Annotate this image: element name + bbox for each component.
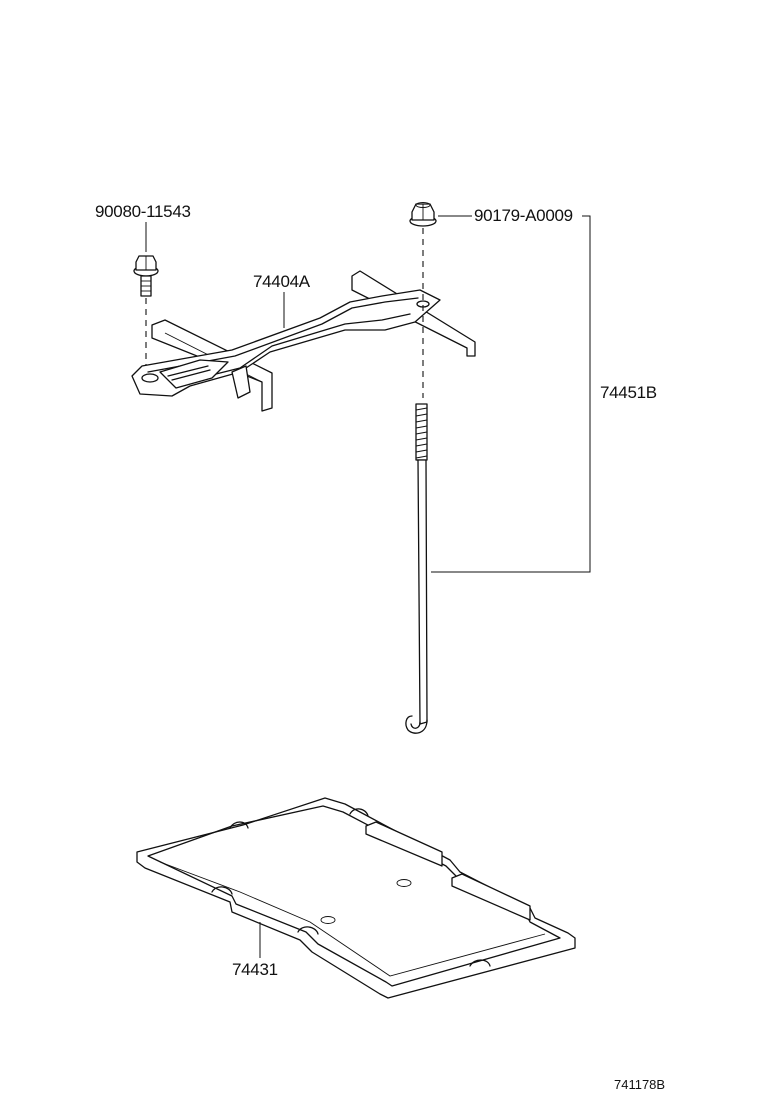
bolt-drawing [133,255,159,297]
part-number-bolt: 90080-11543 [95,202,191,221]
part-number-clamp: 74404A [253,272,310,291]
figure-id: 741178B [614,1077,666,1092]
clamp-drawing [131,270,476,399]
part-number-nut: 90179-A0009 [474,206,573,225]
tray-drawing [136,797,576,999]
nut-drawing [409,202,437,227]
rod-set-bracket [431,215,591,573]
part-number-tray: 74431 [232,960,278,979]
part-number-rod-set: 74451B [600,383,657,402]
hook-rod-drawing [405,403,428,734]
